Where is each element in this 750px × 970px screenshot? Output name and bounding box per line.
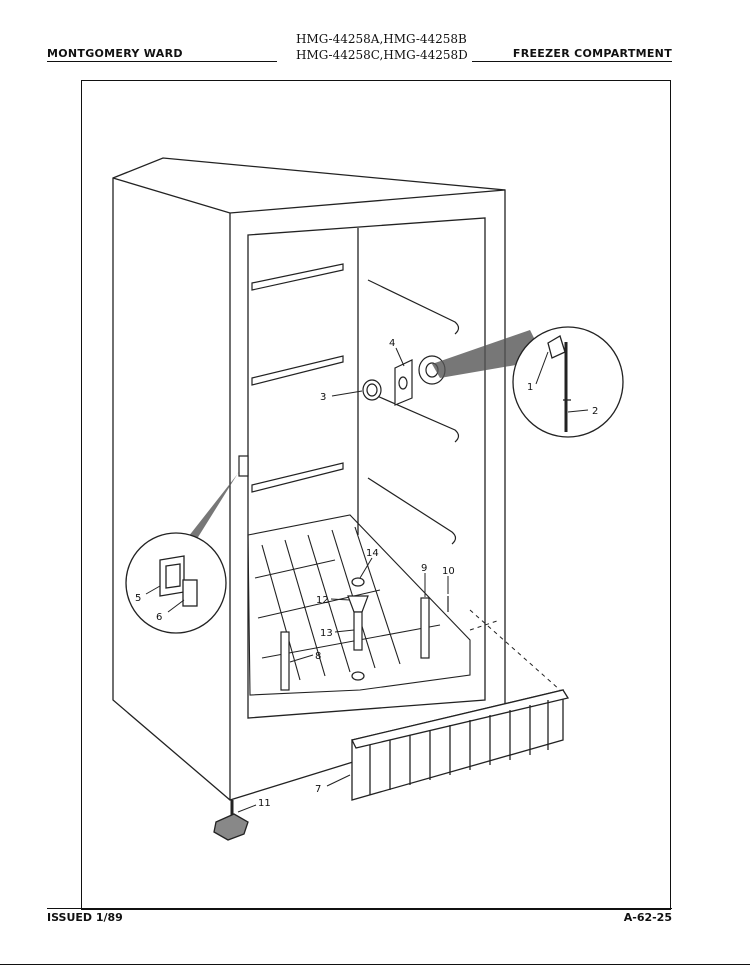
cabinet-body <box>112 157 506 801</box>
issued-date: ISSUED 1/89 <box>47 911 123 924</box>
page-code: A-62-25 <box>623 911 672 924</box>
shelf-rails-left <box>251 263 344 493</box>
callout-14: 14 <box>366 548 379 559</box>
callout-5: 5 <box>135 593 141 604</box>
latch-detail-circle <box>125 532 227 634</box>
thermostat-detail-circle <box>512 326 624 438</box>
header-rule-left <box>47 61 277 62</box>
floor-wire-grid <box>247 514 471 696</box>
model-numbers-line-2: HMG-44258C,HMG-44258D <box>296 48 468 62</box>
callout-8: 8 <box>315 651 321 662</box>
callout-1: 1 <box>527 382 533 393</box>
footer-rule <box>47 908 672 909</box>
callout-6: 6 <box>156 612 162 623</box>
kick-plate <box>351 689 570 801</box>
callout-4: 4 <box>389 338 395 349</box>
brand-title: MONTGOMERY WARD <box>47 47 183 60</box>
shelf-posts <box>280 597 430 691</box>
header-rule-right <box>472 61 672 62</box>
shelf-rails-right <box>367 279 460 545</box>
callout-13: 13 <box>320 628 333 639</box>
callout-numbers: 1 2 3 4 5 6 7 8 9 10 11 12 13 14 <box>135 338 598 809</box>
callout-9: 9 <box>421 563 427 574</box>
callout-3: 3 <box>320 392 326 403</box>
callout-12: 12 <box>316 595 329 606</box>
diagram-frame <box>81 80 671 910</box>
callout-2: 2 <box>592 406 598 417</box>
leader-lines <box>145 347 589 813</box>
latch-recess <box>238 455 249 477</box>
drain-assembly <box>347 577 369 681</box>
callout-11: 11 <box>258 798 271 809</box>
projection-lines <box>112 180 561 700</box>
leveling-leg <box>213 800 249 841</box>
page-bottom-line <box>0 964 750 965</box>
model-numbers-line-1: HMG-44258A,HMG-44258B <box>296 32 467 46</box>
model-numbers: HMG-44258A,HMG-44258B HMG-44258C,HMG-442… <box>296 31 468 63</box>
callout-10: 10 <box>442 566 455 577</box>
section-title: FREEZER COMPARTMENT <box>512 47 672 60</box>
callout-7: 7 <box>315 784 321 795</box>
